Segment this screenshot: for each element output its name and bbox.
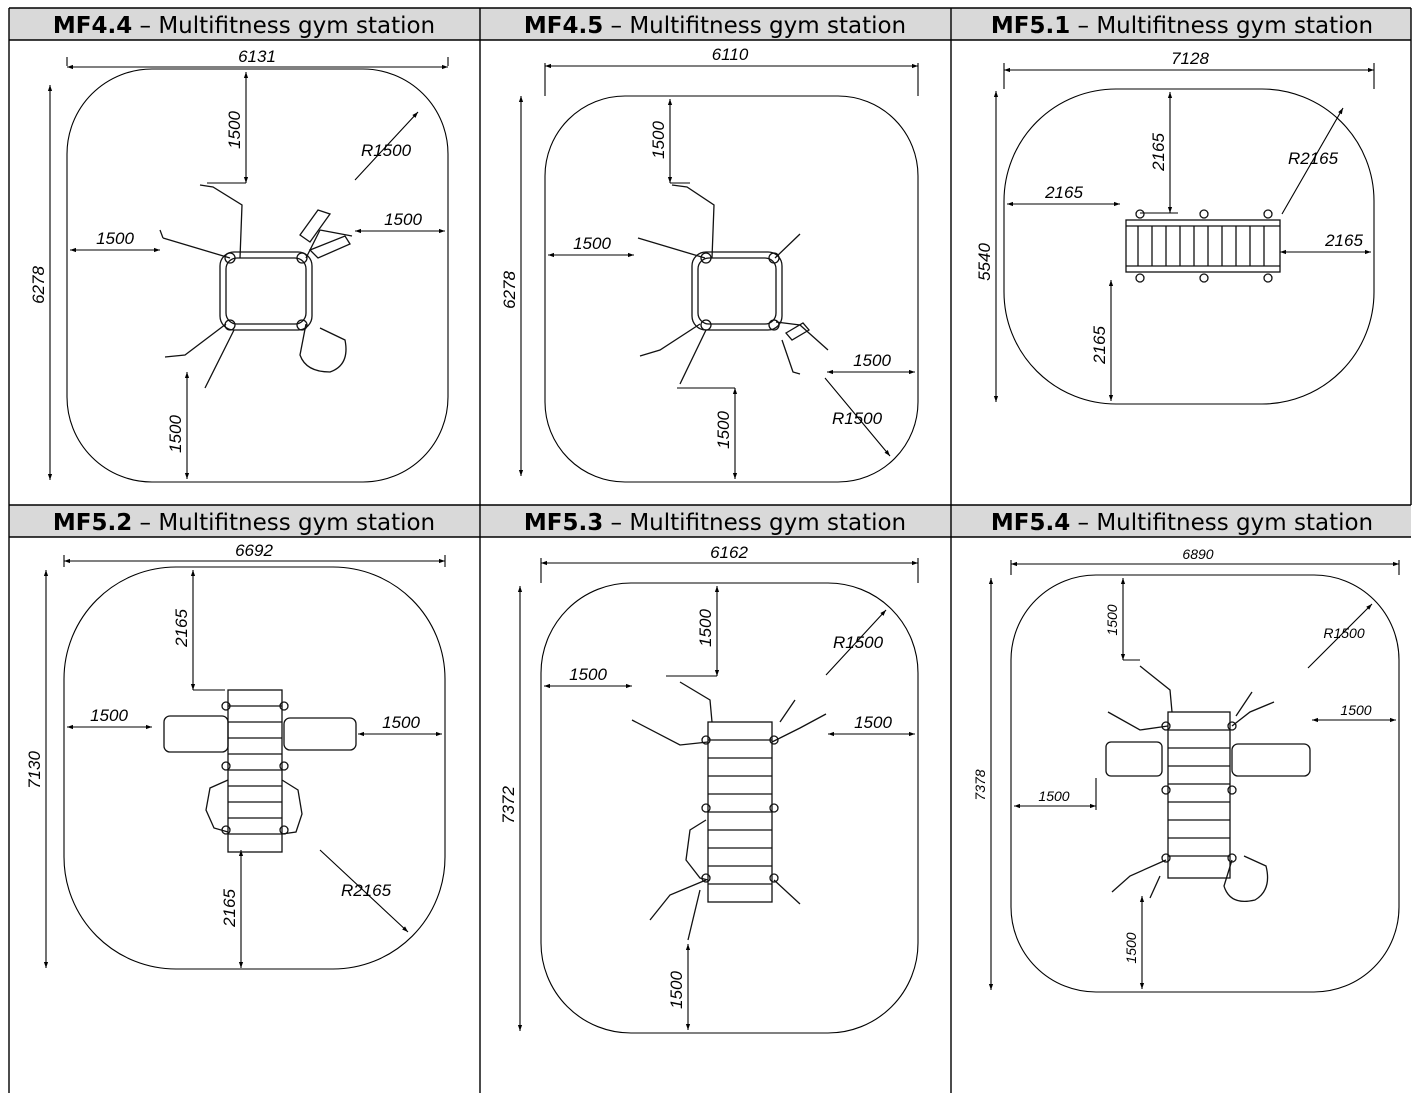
safety-zone-outline [1003,88,1375,405]
dim-radius-label: R1500 [833,633,884,652]
dim-top-clearance-label: 2165 [1149,133,1168,172]
dim-left-clearance-label: 1500 [96,229,134,248]
dim-bottom-clearance-label: 1500 [1123,932,1139,963]
drawing-mf54: 6890 7378 1500 1500 1500 1500 R1500 [972,546,1400,993]
dim-width-label: 6162 [710,543,748,562]
drawing-mf51: 7128 5540 2165 2165 2165 2165 R2165 [975,49,1375,405]
safety-zone-outline [540,582,919,1034]
dim-height-label: 7372 [499,786,518,824]
panel-title-mf51: MF5.1 – Multifitness gym station [991,13,1373,39]
table-grid [8,7,1412,1093]
dim-right-clearance-label: 1500 [1340,702,1371,718]
dim-left-clearance-label: 1500 [573,234,611,253]
drawing-mf52: 6692 7130 2165 1500 1500 2165 R2165 [25,541,446,970]
dim-bottom-clearance-label: 2165 [1090,326,1109,365]
dim-radius-label: R1500 [1323,625,1364,641]
dim-radius-label: R2165 [341,881,392,900]
safety-zone-outline [1010,574,1400,993]
dim-bottom-clearance-label: 1500 [714,411,733,449]
dim-height-label: 7378 [972,769,988,800]
safety-zone-outline [544,95,919,483]
dim-height-label: 6278 [500,271,519,309]
dim-right-clearance-label: 1500 [384,210,422,229]
safety-zone-outline [66,68,449,483]
equipment-plan [163,689,357,853]
panel-title-mf54: MF5.4 – Multifitness gym station [991,510,1373,536]
header-row-2 [9,505,1411,537]
dim-radius-label: R1500 [832,409,883,428]
header-row-1 [9,8,1411,40]
panel-title-mf52: MF5.2 – Multifitness gym station [53,510,435,536]
dim-top-clearance-label: 1500 [1104,604,1120,635]
dim-radius-label: R1500 [361,141,412,160]
dim-width-label: 6131 [238,47,276,66]
dim-bottom-clearance-label: 1500 [667,971,686,1009]
equipment-plan [637,184,829,385]
equipment-plan [1125,209,1281,283]
dim-right-clearance-label: 1500 [853,351,891,370]
equipment-plan [1105,665,1311,903]
dim-height-label: 5540 [975,243,994,281]
panel-title-mf53: MF5.3 – Multifitness gym station [524,510,906,536]
dim-width-label: 6110 [712,45,749,64]
dim-width-label: 6692 [235,541,273,560]
dim-width-label: 6890 [1182,546,1213,562]
dim-bottom-clearance-label: 2165 [220,889,239,928]
drawing-mf45: 6110 6278 1500 1500 1500 1500 R1500 [500,45,919,483]
dim-left-clearance-label: 2165 [1044,183,1083,202]
dim-height-label: 6278 [29,266,48,304]
dim-top-clearance-label: 1500 [225,111,244,149]
dim-width-label: 7128 [1171,49,1209,68]
dim-radius-label: R2165 [1288,149,1339,168]
panel-title-mf44: MF4.4 – Multifitness gym station [53,13,435,39]
header-titles: MF4.4 – Multifitness gym station MF4.5 –… [53,13,1373,536]
panel-title-mf45: MF4.5 – Multifitness gym station [524,13,906,39]
drawing-mf44: 6131 6278 1500 1500 1500 1500 R1500 [29,47,449,483]
equipment-plan [631,681,827,941]
dim-left-clearance-label: 1500 [569,665,607,684]
dim-top-clearance-label: 1500 [696,609,715,647]
dim-top-clearance-label: 1500 [649,121,668,159]
dim-bottom-clearance-label: 1500 [166,415,185,453]
dim-left-clearance-label: 1500 [1038,788,1069,804]
dim-right-clearance-label: 1500 [854,713,892,732]
dim-right-clearance-label: 1500 [382,713,420,732]
equipment-plan [159,184,353,389]
dim-left-clearance-label: 1500 [90,706,128,725]
dim-top-clearance-label: 2165 [172,609,191,648]
dim-right-clearance-label: 2165 [1324,231,1363,250]
dim-height-label: 7130 [25,751,44,789]
safety-zone-outline [63,566,446,970]
drawing-mf53: 6162 7372 1500 1500 1500 1500 R1500 [499,543,919,1034]
